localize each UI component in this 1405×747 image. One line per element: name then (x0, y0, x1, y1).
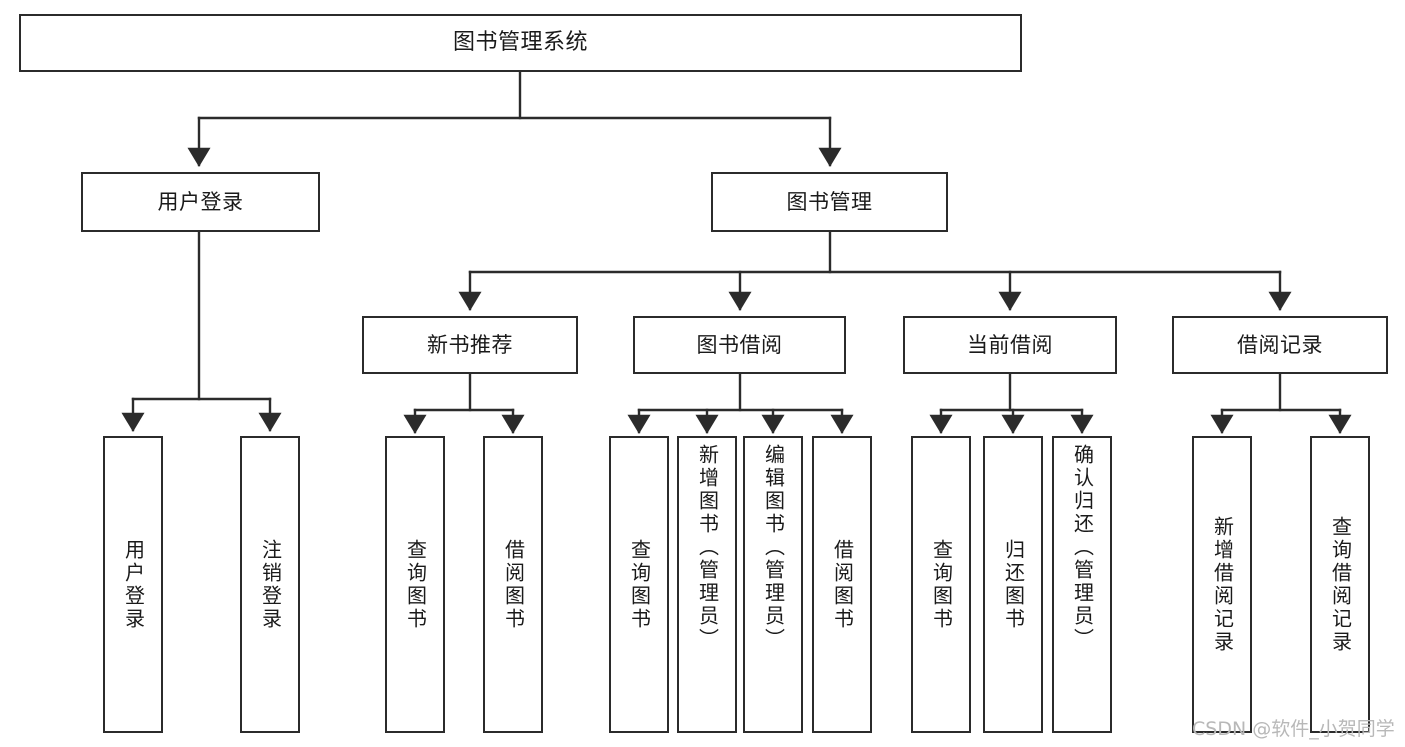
node-user-login[interactable]: 用户登录 (81, 172, 320, 232)
node-leaf-add-record[interactable]: 新增借阅记录 (1192, 436, 1252, 733)
node-leaf-edit-book-label: 编辑图书（管理员） (761, 444, 786, 651)
node-leaf-query-record[interactable]: 查询借阅记录 (1310, 436, 1370, 733)
node-leaf-query-book-3[interactable]: 查询图书 (911, 436, 971, 733)
node-leaf-logout-label: 注销登录 (258, 538, 283, 631)
node-leaf-borrow-book-1-label: 借阅图书 (501, 538, 526, 631)
node-book-manage[interactable]: 图书管理 (711, 172, 948, 232)
node-book-borrow-label: 图书借阅 (696, 332, 783, 357)
node-current-borrow[interactable]: 当前借阅 (903, 316, 1117, 374)
node-current-borrow-label: 当前借阅 (967, 332, 1053, 357)
node-leaf-logout[interactable]: 注销登录 (240, 436, 300, 733)
node-book-borrow[interactable]: 图书借阅 (633, 316, 846, 374)
node-root[interactable]: 图书管理系统 (19, 14, 1022, 72)
node-user-login-label: 用户登录 (157, 189, 244, 214)
node-borrow-record-label: 借阅记录 (1237, 332, 1323, 357)
node-new-book-rec-label: 新书推荐 (427, 332, 513, 357)
watermark-text: CSDN @软件_小贺同学 (1192, 718, 1395, 740)
node-leaf-confirm-return-label: 确认归还（管理员） (1070, 444, 1095, 651)
node-leaf-user-login[interactable]: 用户登录 (103, 436, 163, 733)
node-leaf-edit-book[interactable]: 编辑图书（管理员） (743, 436, 803, 733)
node-leaf-add-book-label: 新增图书（管理员） (695, 444, 720, 651)
node-leaf-return-book-label: 归还图书 (1001, 538, 1026, 631)
node-leaf-add-book[interactable]: 新增图书（管理员） (677, 436, 737, 733)
node-leaf-return-book[interactable]: 归还图书 (983, 436, 1043, 733)
node-leaf-query-book-1-label: 查询图书 (403, 538, 428, 631)
node-leaf-user-login-label: 用户登录 (121, 538, 146, 631)
node-leaf-query-book-1[interactable]: 查询图书 (385, 436, 445, 733)
node-leaf-query-book-2[interactable]: 查询图书 (609, 436, 669, 733)
node-leaf-query-record-label: 查询借阅记录 (1328, 515, 1353, 654)
node-root-label: 图书管理系统 (452, 30, 588, 56)
node-leaf-confirm-return[interactable]: 确认归还（管理员） (1052, 436, 1112, 733)
node-leaf-add-record-label: 新增借阅记录 (1210, 515, 1235, 654)
node-leaf-borrow-book-2-label: 借阅图书 (830, 538, 855, 631)
node-leaf-borrow-book-1[interactable]: 借阅图书 (483, 436, 543, 733)
node-leaf-borrow-book-2[interactable]: 借阅图书 (812, 436, 872, 733)
node-borrow-record[interactable]: 借阅记录 (1172, 316, 1388, 374)
node-book-manage-label: 图书管理 (786, 189, 873, 214)
node-leaf-query-book-3-label: 查询图书 (929, 538, 954, 631)
node-leaf-query-book-2-label: 查询图书 (627, 538, 652, 631)
node-new-book-rec[interactable]: 新书推荐 (362, 316, 578, 374)
